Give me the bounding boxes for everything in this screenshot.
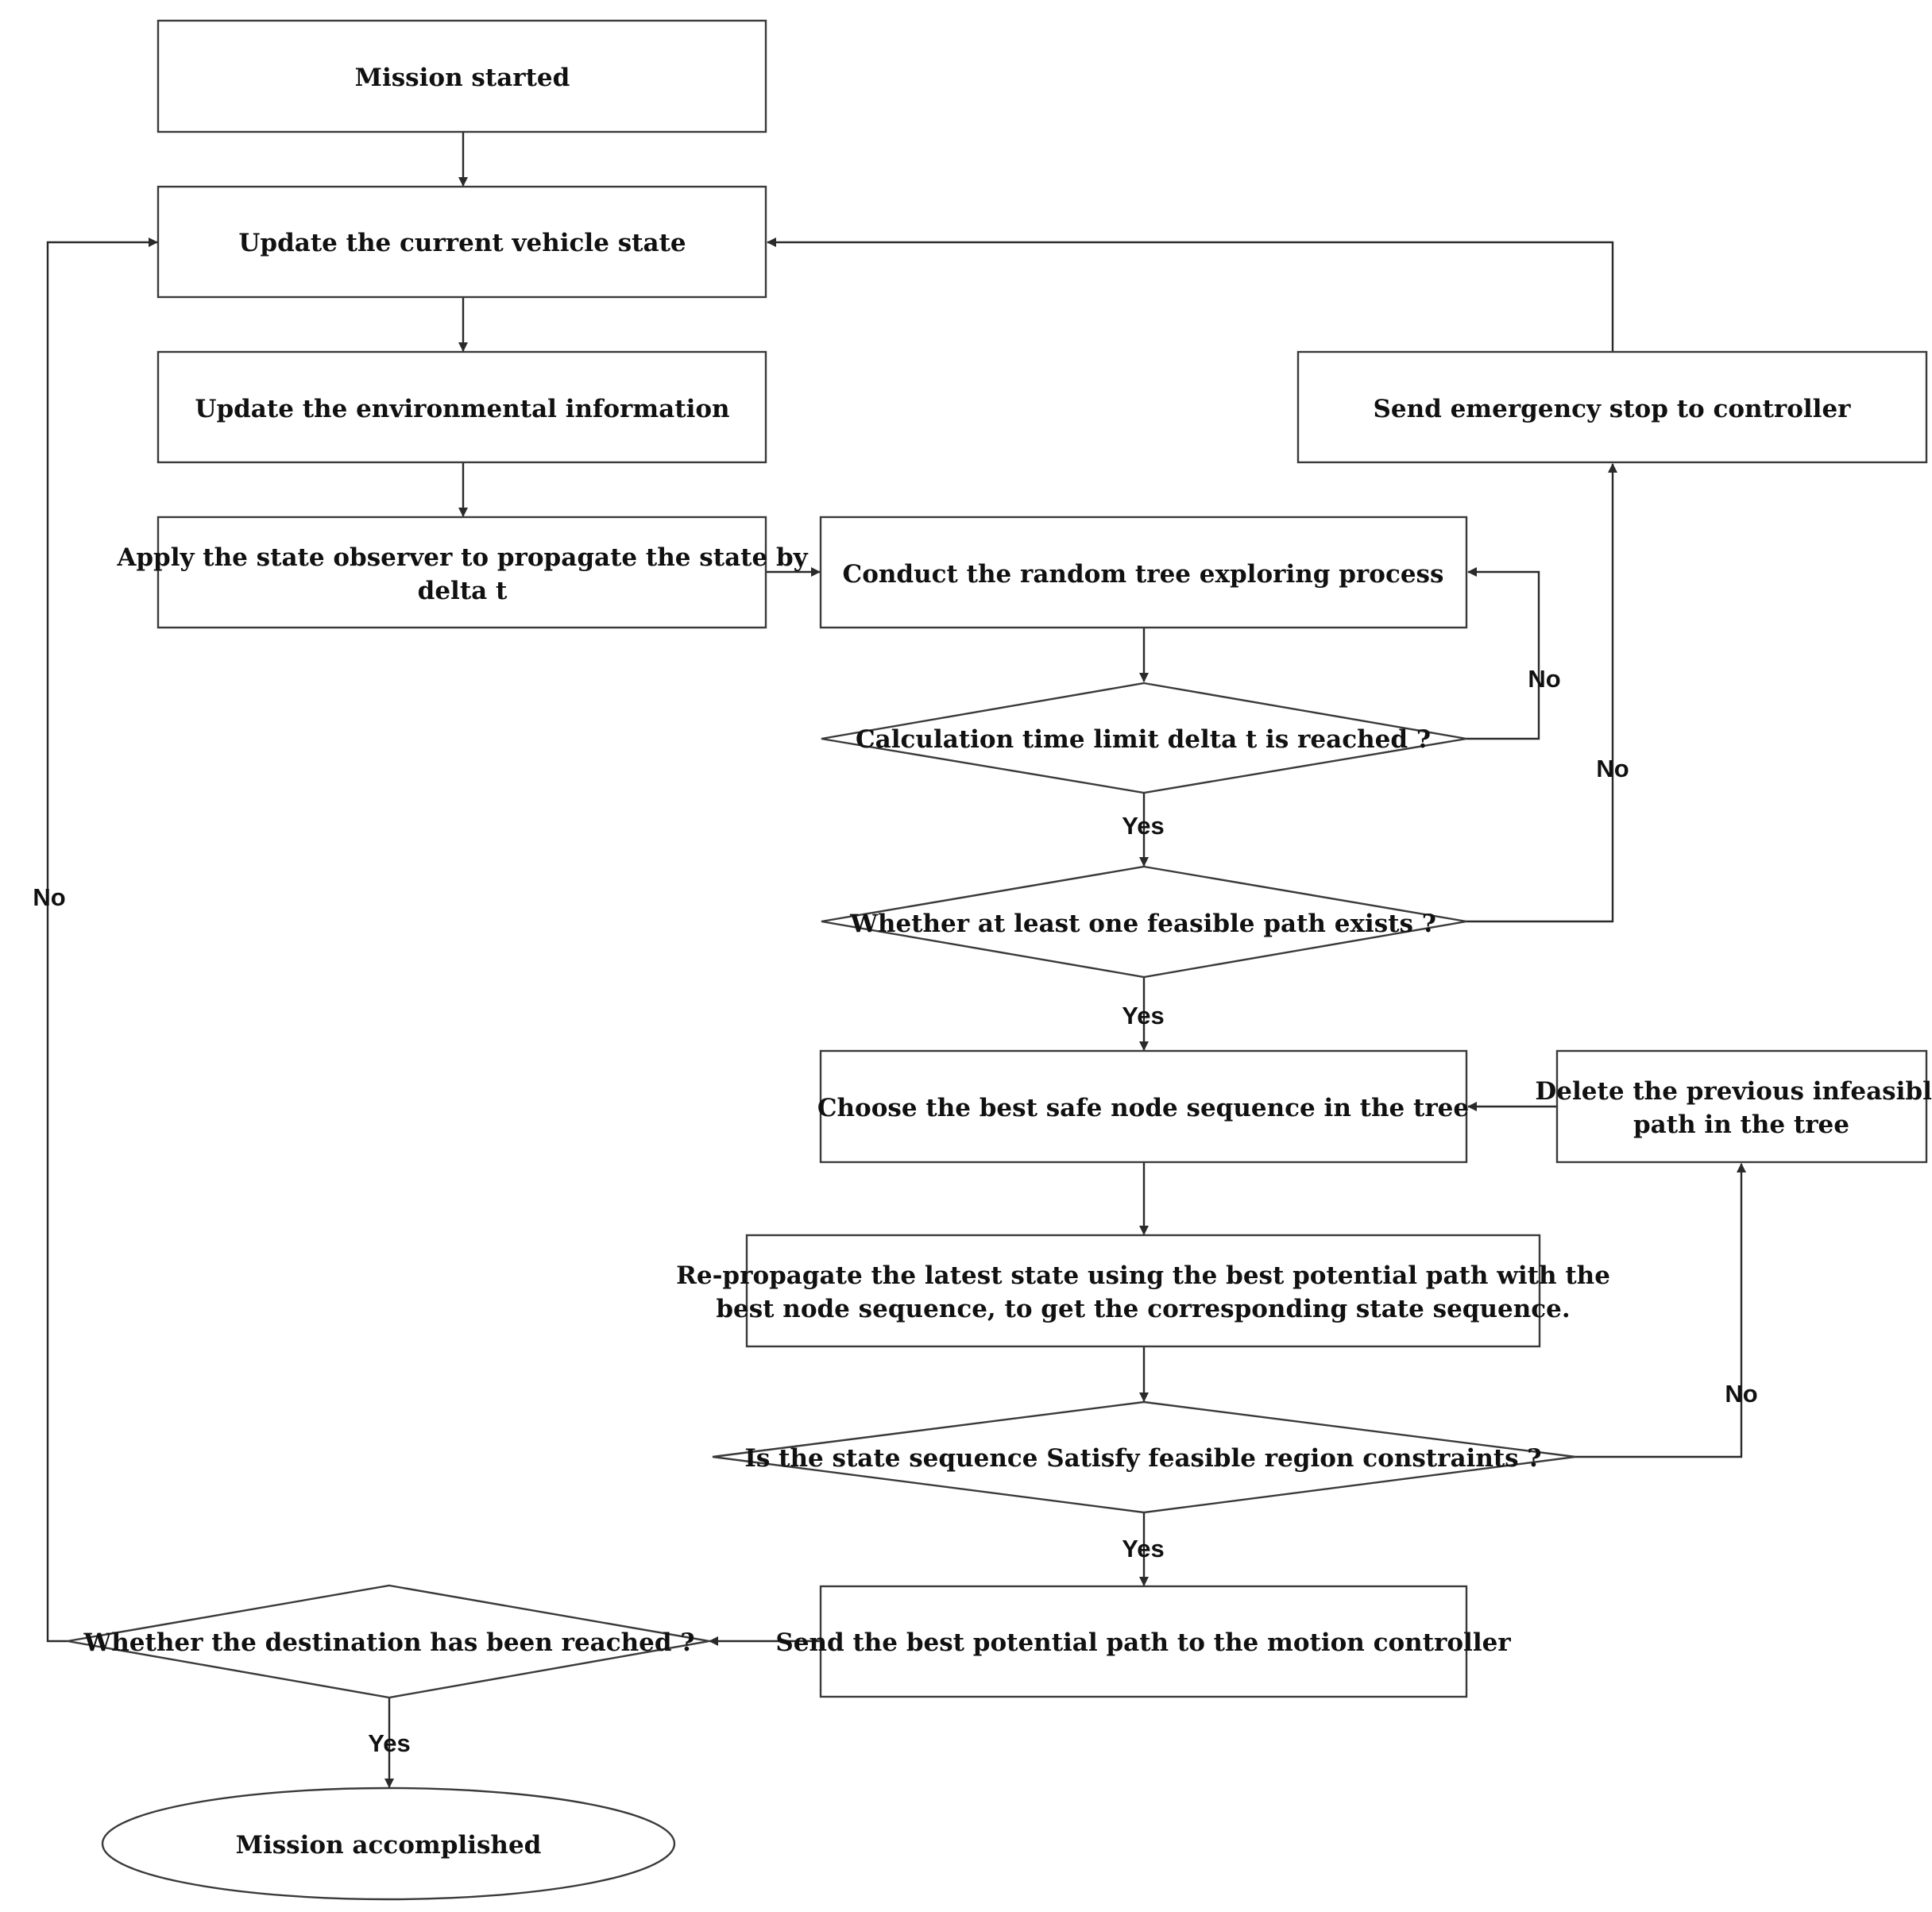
destination-yes-label: Yes <box>368 1729 410 1757</box>
update-environment-box <box>156 350 767 464</box>
constraints-label: Is the state sequence Satisfy feasible r… <box>744 1444 1541 1473</box>
emergency-stop-box <box>1296 350 1928 464</box>
edges <box>46 132 1746 1788</box>
edge-destination-no-loop <box>46 238 158 1643</box>
choose-best-sequence-label: Choose the best safe node sequence in th… <box>817 1094 1469 1122</box>
time-limit-no-label: No <box>1528 665 1560 693</box>
destination-decision <box>67 1584 710 1699</box>
node-labels: Mission started Update the current vehic… <box>83 64 1932 1860</box>
mission-accomplished-label: Mission accomplished <box>236 1831 542 1860</box>
edge-emergency-to-vehicle-state <box>767 238 1614 351</box>
apply-observer-label-line-1: Apply the state observer to propagate th… <box>116 543 808 572</box>
time-limit-decision <box>821 682 1467 794</box>
repropagate-label-line-1: Re-propagate the latest state using the … <box>676 1261 1610 1290</box>
destination-label: Whether the destination has been reached… <box>83 1628 694 1657</box>
constraints-decision <box>712 1400 1576 1514</box>
apply-observer-box <box>156 516 767 629</box>
edge-constraints-no-to-delete <box>1575 1163 1746 1458</box>
send-path-label: Send the best potential path to the moti… <box>775 1628 1511 1657</box>
update-vehicle-state-label: Update the current vehicle state <box>238 229 686 257</box>
mission-started-label: Mission started <box>355 64 570 92</box>
feasible-path-decision <box>821 865 1467 979</box>
constraints-no-label: No <box>1725 1380 1757 1408</box>
choose-best-sequence-box <box>819 1049 1468 1164</box>
emergency-stop-label: Send emergency stop to controller <box>1373 395 1851 423</box>
delete-infeasible-label-line-1: Delete the previous infeasible <box>1535 1077 1932 1106</box>
mission-started-box <box>156 19 767 133</box>
delete-infeasible-box <box>1555 1049 1928 1164</box>
apply-observer-label-line-2: delta t <box>418 577 508 605</box>
send-path-box <box>819 1585 1468 1698</box>
delete-infeasible-label-line-2: path in the tree <box>1633 1111 1849 1139</box>
time-limit-yes-label: Yes <box>1122 812 1164 840</box>
repropagate-label-line-2: best node sequence, to get the correspon… <box>716 1295 1570 1323</box>
repropagate-box <box>745 1234 1541 1348</box>
random-tree-box <box>819 516 1468 629</box>
update-environment-label: Update the environmental information <box>195 395 729 423</box>
constraints-yes-label: Yes <box>1122 1535 1164 1562</box>
feasible-yes-label: Yes <box>1122 1002 1164 1029</box>
nodes <box>67 19 1928 1901</box>
update-vehicle-state-box <box>156 185 767 299</box>
feasible-no-label: No <box>1596 755 1629 782</box>
destination-no-label: No <box>33 883 65 911</box>
mission-accomplished-ellipse <box>101 1786 676 1901</box>
edge-time-check-no-loop <box>1466 567 1540 740</box>
edge-feasible-no-to-emergency <box>1466 463 1617 923</box>
edge-labels: No Yes No Yes No Yes No Yes <box>33 665 1757 1757</box>
time-limit-label: Calculation time limit delta t is reache… <box>856 725 1431 754</box>
random-tree-label: Conduct the random tree exploring proces… <box>843 560 1444 589</box>
feasible-path-label: Whether at least one feasible path exist… <box>849 910 1436 938</box>
